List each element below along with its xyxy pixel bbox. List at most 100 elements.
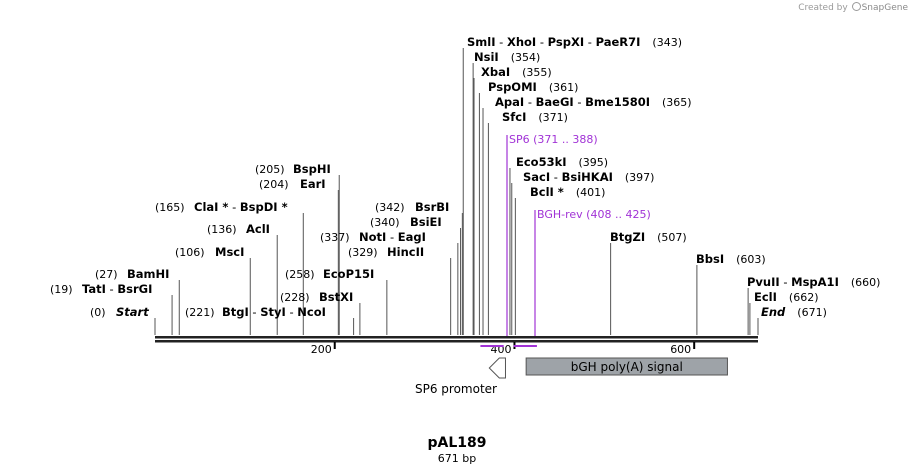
enzyme-names: EarI (300, 177, 326, 191)
site-position: (343) (652, 36, 682, 49)
enzyme-names: SacI - BsiHKAI (523, 170, 613, 184)
site-position: (355) (522, 66, 552, 79)
enzyme-names: BsiEI (410, 215, 442, 229)
site-label-ecop15i: (258) EcoP15I (285, 267, 374, 281)
site-label-bstxi: (228)BstXI (280, 290, 353, 304)
primer-label: BGH-rev (408 .. 425) (537, 208, 651, 221)
site-label-pspomi: (361) PspOMI (488, 80, 578, 94)
map-title: pAL189 (427, 435, 487, 451)
site-position: (365) (662, 96, 692, 109)
site-position: (204) (259, 178, 289, 191)
site-label-btgzi: (507) BtgZI (610, 230, 687, 244)
site-position: (401) (576, 186, 606, 199)
site-position: (342) (375, 201, 405, 214)
site-position: (228) (280, 291, 310, 304)
enzyme-names: Start (116, 305, 149, 319)
enzyme-names: PspOMI (488, 80, 537, 94)
promoter-arrow (488, 357, 506, 379)
ruler-tick-label: 400 (490, 343, 511, 356)
backbone-top-strand (155, 336, 758, 339)
site-position: (165) (155, 201, 185, 214)
enzyme-names: ApaI - BaeGI - Bme1580I (495, 95, 650, 109)
site-label-bcli: (401) BclI * (530, 185, 605, 199)
site-label-ecli: (662) EclI (754, 290, 819, 304)
site-label-pvuii: (660) PvuII - MspA1I (747, 275, 880, 289)
enzyme-names: AclI (246, 222, 270, 236)
enzyme-names: BclI * (530, 185, 564, 199)
site-position: (361) (549, 81, 579, 94)
site-position: (221) (185, 306, 215, 319)
polya-box (525, 357, 728, 376)
site-position: (340) (370, 216, 400, 229)
enzyme-names: SmlI - XhoI - PspXI - PaeR7I (467, 35, 640, 49)
site-label-hincii: (329)HincII (348, 245, 424, 259)
site-label-nsii: (354) NsiI (474, 50, 540, 64)
site-position: (671) (797, 306, 827, 319)
enzyme-names: BtgI - StyI - NcoI (222, 305, 326, 319)
site-label-msci: (106) MscI (175, 245, 244, 259)
snapgene-credit: Created by SnapGene (798, 2, 908, 13)
site-position: (258) (285, 268, 315, 281)
site-label-bsrbi: (342) BsrBI (375, 200, 449, 214)
enzyme-names: EclI (754, 290, 777, 304)
site-position: (662) (789, 291, 819, 304)
backbone-bottom-strand (155, 340, 758, 343)
primer-label: SP6 (371 .. 388) (509, 133, 598, 146)
enzyme-names: MscI (215, 245, 244, 259)
enzyme-names: BbsI (696, 252, 724, 266)
site-label-btgi: (221) BtgI - StyI - NcoI (185, 305, 326, 319)
enzyme-names: SfcI (502, 110, 526, 124)
enzyme-names: NotI - EagI (359, 230, 426, 244)
enzyme-names: ClaI * - BspDI * (194, 200, 288, 214)
site-position: (106) (175, 246, 205, 259)
enzyme-names: BsrBI (415, 200, 449, 214)
enzyme-names: TatI - BsrGI (82, 282, 152, 296)
site-label-end: (671) End (761, 305, 827, 319)
site-leader-lines (154, 48, 759, 335)
site-label-bsiei: (340) BsiEI (370, 215, 442, 229)
site-position: (371) (538, 111, 568, 124)
site-position: (397) (625, 171, 655, 184)
site-label-bamhi: (27)BamHI (95, 267, 169, 281)
site-position: (205) (255, 163, 285, 176)
feature-label: bGH poly(A) signal (571, 360, 683, 374)
site-label-saci: (397) SacI - BsiHKAI (523, 170, 654, 184)
ruler-tick-label: 600 (670, 343, 691, 356)
enzyme-names: End (761, 305, 786, 319)
enzyme-names: Eco53kI (516, 155, 567, 169)
ruler-tick-label: 200 (311, 343, 332, 356)
site-label-apai: (365) ApaI - BaeGI - Bme1580I (495, 95, 692, 109)
site-label-sfci: (371) SfcI (502, 110, 568, 124)
site-position: (354) (511, 51, 541, 64)
credit-brand: SnapGene (861, 3, 908, 13)
site-position: (19) (50, 283, 73, 296)
site-label-eco53ki: (395) Eco53kI (516, 155, 608, 169)
feature-polyA: bGH poly(A) signal (525, 357, 728, 376)
enzyme-names: EcoP15I (323, 267, 374, 281)
site-position: (0) (90, 306, 106, 319)
site-label-bsphi: (205) BspHI (255, 162, 331, 176)
site-label-eari: (204) EarI (259, 177, 326, 191)
site-position: (136) (207, 223, 237, 236)
site-label-tati: (19) TatI - BsrGI (50, 282, 152, 296)
site-position: (395) (579, 156, 609, 169)
site-position: (337) (320, 231, 350, 244)
primer-bgh-rev: BGH-rev (408 .. 425) (513, 208, 651, 347)
site-label-smli: (343) SmlI - XhoI - PspXI - PaeR7I (467, 35, 682, 49)
site-position: (660) (851, 276, 881, 289)
credit-prefix: Created by (798, 3, 848, 13)
site-position: (507) (657, 231, 687, 244)
snapgene-logo-icon (851, 2, 861, 11)
site-position: (27) (95, 268, 118, 281)
site-label-bbsi: (603)BbsI (696, 252, 766, 266)
feature-promoter: SP6 promoter (415, 357, 506, 396)
enzyme-names: PvuII - MspA1I (747, 275, 839, 289)
enzyme-names: HincII (387, 245, 424, 259)
enzyme-names: NsiI (474, 50, 499, 64)
site-label-xbai: (355)XbaI (481, 65, 552, 79)
enzyme-names: BspHI (293, 162, 331, 176)
site-label-start: (0) Start (90, 305, 149, 319)
primer-sp6: SP6 (371 .. 388) (480, 133, 598, 347)
enzyme-names: BtgZI (610, 230, 645, 244)
